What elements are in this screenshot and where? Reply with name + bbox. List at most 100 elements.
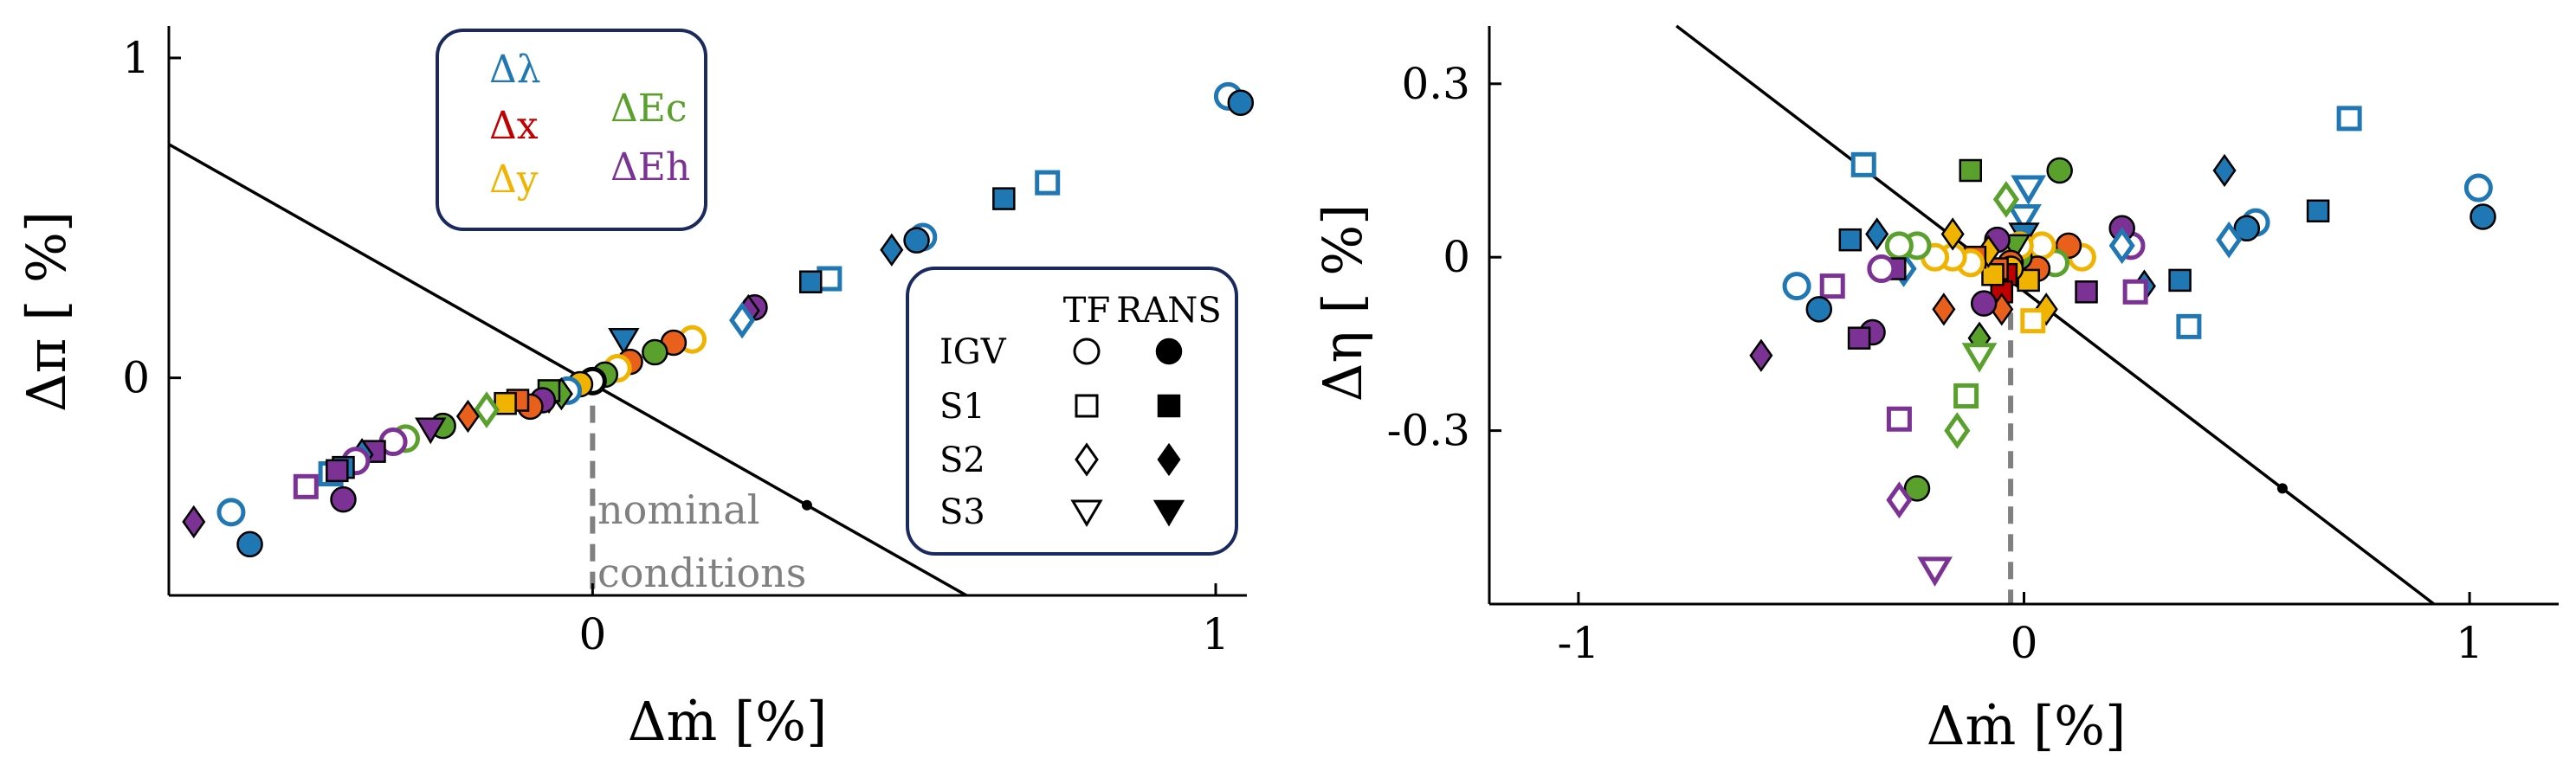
right-point-70 — [1749, 338, 1773, 372]
left-point-32 — [415, 417, 447, 445]
right-x-tick-label-0: -1 — [1558, 618, 1600, 668]
legend-row-s2: S2 — [939, 440, 985, 480]
left-point-41 — [330, 485, 357, 513]
left-operating-line-dot — [801, 499, 812, 511]
legend-dx: Δx — [489, 104, 539, 148]
left-x-tick-label-0: 0 — [578, 609, 606, 659]
right-point-65 — [1847, 326, 1871, 350]
legend-symbols — [1070, 338, 1185, 527]
right-point-2 — [2336, 106, 2362, 132]
left-point-7 — [817, 266, 843, 292]
legend-triangle-open — [1070, 499, 1103, 527]
right-point-5 — [2233, 215, 2261, 242]
right-point-48 — [1944, 412, 1971, 449]
right-point-8 — [2176, 313, 2202, 339]
variable-legend: Δλ Δx Δy ΔEc ΔEh — [436, 29, 707, 231]
right-point-58 — [1886, 481, 1913, 519]
legend-row-s1: S1 — [939, 387, 985, 427]
right-y-tick-label-2: 0.3 — [1401, 59, 1470, 109]
right-point-69 — [1782, 272, 1811, 301]
legend-row-s3: S3 — [939, 492, 985, 532]
left-point-45 — [182, 505, 206, 539]
left-operating-line — [168, 143, 968, 597]
nominal-label-line2: conditions — [597, 550, 806, 596]
legend-col-tf: TF — [1063, 291, 1110, 331]
left-y-tick-label-1: 1 — [122, 33, 150, 83]
right-point-66 — [1838, 228, 1863, 252]
right-point-15 — [2075, 280, 2098, 304]
right-point-6 — [2216, 221, 2243, 259]
left-point-8 — [798, 270, 823, 293]
right-x-tick-label-2: 1 — [2456, 618, 2483, 668]
legend-dy: Δy — [489, 158, 539, 202]
left-point-3 — [992, 187, 1016, 210]
left-point-30 — [455, 399, 480, 434]
marker-legend: TF RANS IGV S1 S2 S3 — [906, 267, 1238, 556]
left-point-29 — [473, 391, 500, 428]
legend-circle-open — [1073, 338, 1101, 365]
right-point-1 — [2469, 203, 2496, 230]
right-point-54 — [1903, 475, 1931, 502]
right-point-51 — [1932, 293, 1956, 326]
left-point-43 — [216, 498, 246, 527]
legend-col-rans: RANS — [1116, 291, 1221, 331]
legend-square-open — [1075, 394, 1099, 418]
left-y-axis-label: Δπ [ %] — [15, 211, 78, 412]
right-y-tick-label-0: -0.3 — [1387, 406, 1470, 456]
right-point-33 — [1992, 181, 2019, 218]
left-point-2 — [1035, 170, 1061, 196]
left-y-tick-label-0: 0 — [122, 353, 150, 403]
right-point-59 — [1884, 231, 1914, 260]
right-operating-line-dot — [2276, 483, 2288, 494]
right-point-11 — [2122, 279, 2148, 305]
left-chart-ticks: 0 1 0 1 — [122, 33, 1230, 659]
right-point-67 — [1819, 273, 1845, 299]
left-point-1 — [1227, 89, 1255, 116]
right-point-64 — [1850, 151, 1876, 177]
right-point-9 — [2168, 268, 2192, 293]
right-x-axis-label: Δṁ [%] — [1927, 694, 2127, 757]
left-point-11 — [729, 301, 756, 339]
right-point-26 — [2006, 203, 2042, 235]
legend-row-igv: IGV — [939, 332, 1007, 372]
left-point-6 — [880, 233, 904, 267]
right-point-0 — [2463, 173, 2493, 203]
legend-dEh: ΔEh — [610, 145, 690, 190]
nominal-label-line1: nominal — [597, 486, 759, 533]
right-operating-line — [1675, 24, 2435, 606]
left-chart: 0 1 0 1 Δṁ [%] Δπ [ %] nominal conditions Δ… — [15, 26, 1255, 753]
right-point-46 — [1959, 158, 1982, 183]
left-x-tick-label-1: 1 — [1202, 609, 1230, 659]
left-point-40 — [326, 459, 349, 483]
right-point-3 — [2306, 199, 2330, 223]
left-point-5 — [903, 227, 930, 254]
legend-triangle-filled — [1152, 499, 1185, 527]
legend-diamond-filled — [1157, 442, 1181, 477]
left-point-44 — [236, 530, 263, 558]
left-point-15 — [608, 328, 640, 355]
left-chart-marks — [168, 81, 1255, 597]
left-point-42 — [293, 473, 319, 499]
right-x-tick-label-1: 0 — [2011, 618, 2038, 668]
right-point-68 — [1805, 296, 1833, 323]
legend-dEc: ΔEc — [610, 87, 688, 131]
right-point-52 — [1917, 556, 1953, 587]
right-point-61 — [1867, 254, 1896, 284]
right-point-14 — [2108, 227, 2135, 265]
right-point-57 — [1886, 406, 1912, 432]
right-point-7 — [2212, 153, 2237, 188]
right-point-18 — [2046, 157, 2073, 184]
right-point-47 — [1953, 383, 1979, 409]
right-chart-marks — [1675, 24, 2496, 606]
legend-square-filled — [1157, 394, 1181, 418]
marker-legend-box — [906, 267, 1238, 556]
left-x-axis-label: Δṁ [%] — [628, 690, 828, 753]
variable-legend-box — [436, 29, 707, 231]
legend-diamond-open — [1075, 442, 1099, 477]
right-point-41 — [1970, 290, 1998, 317]
right-point-43 — [1961, 343, 1998, 373]
legend-circle-filled — [1155, 338, 1183, 365]
right-point-25 — [2011, 175, 2047, 205]
